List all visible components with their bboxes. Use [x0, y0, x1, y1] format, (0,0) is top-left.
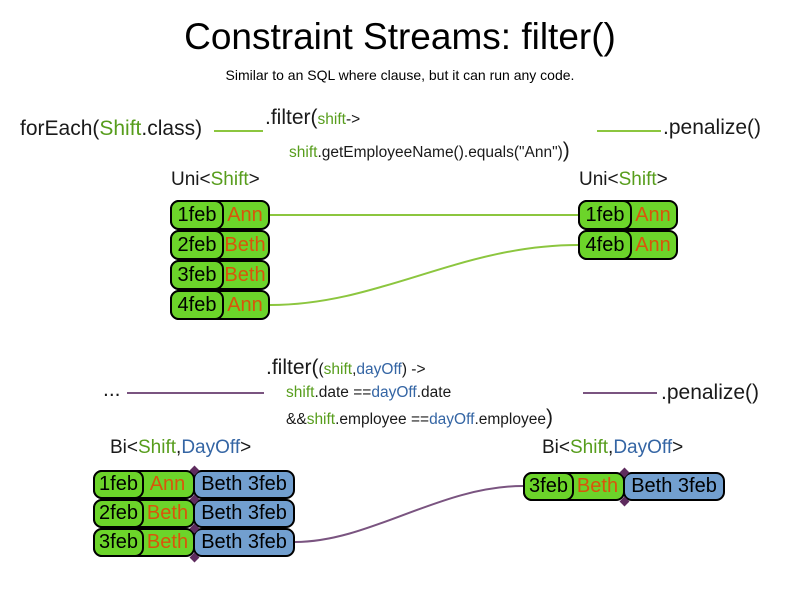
green-curve-4feb-match — [269, 244, 579, 306]
code-filter2-line3: && shift.employee == dayOff.employee) — [286, 406, 553, 430]
shift-date: 1feb — [93, 470, 144, 499]
code-token: Shift — [99, 117, 142, 140]
shift-employee: Ann — [635, 203, 671, 226]
code-token: .getEmployeeName().equals("Ann") — [317, 144, 563, 161]
code-token: Bi< — [542, 437, 570, 458]
page-subtitle: Similar to an SQL where clause, but it c… — [225, 67, 575, 83]
code-token: && — [286, 411, 307, 428]
code-token: shift — [289, 144, 318, 161]
shift-employee: Ann — [635, 233, 671, 256]
code-filter2-line1: .filter((shift, dayOff) -> — [266, 356, 426, 380]
code-token: DayOff — [181, 437, 241, 458]
code-filter1-line2: shift.getEmployeeName().equals("Ann")) — [289, 139, 570, 163]
code-foreach: forEach(Shift.class) — [20, 117, 202, 141]
shift-employee: Beth — [224, 233, 266, 256]
code-token: .date — [416, 384, 452, 401]
shift-card: 1feb Ann — [170, 200, 270, 230]
shift-employee: Beth — [146, 531, 189, 553]
code-token: shift — [317, 111, 346, 128]
code-ellipsis: ... — [103, 378, 121, 401]
shift-card: 3feb Beth — [93, 528, 195, 557]
dayoff-card: Beth 3feb — [623, 472, 725, 501]
shift-employee: Beth — [146, 502, 189, 524]
code-token: ) — [562, 139, 570, 162]
code-filter2-line2: shift.date == dayOff.date — [286, 384, 451, 402]
code-token: .employee == — [335, 411, 430, 428]
code-token: ( — [318, 361, 324, 378]
page-title: Constraint Streams: filter() — [184, 16, 616, 57]
code-token: , — [352, 361, 357, 378]
code-token: Shift — [210, 169, 249, 190]
shift-date: 4feb — [170, 290, 224, 320]
code-token: dayOff — [371, 384, 417, 401]
uni-left-heading: Uni<Shift> — [171, 169, 260, 191]
shift-date: 3feb — [93, 528, 144, 557]
code-token: Shift — [570, 437, 609, 458]
code-token: , — [608, 437, 614, 458]
code-token: shift — [306, 411, 336, 428]
code-token: .date == — [314, 384, 372, 401]
code-token: > — [248, 169, 260, 190]
code-penalize-top: .penalize() — [663, 116, 762, 139]
shift-card: 2feb Beth — [93, 499, 195, 528]
code-token: Shift — [618, 169, 657, 190]
shift-date: 3feb — [523, 472, 574, 501]
code-token: DayOff — [613, 437, 673, 458]
purple-curve-3feb-match — [294, 485, 524, 543]
shift-employee: Beth — [224, 263, 266, 286]
code-token: ) — [545, 406, 553, 429]
bi-left-heading: Bi<Shift, DayOff> — [110, 437, 251, 459]
shift-card: 3feb Beth — [170, 260, 270, 290]
shift-date: 2feb — [170, 230, 224, 260]
code-token: dayOff — [429, 411, 475, 428]
shift-card: 1feb Ann — [578, 200, 678, 230]
code-token: -> — [345, 111, 361, 128]
shift-date: 4feb — [578, 230, 632, 260]
shift-date: 1feb — [170, 200, 224, 230]
code-token: dayOff — [356, 361, 402, 378]
code-token: .class) — [141, 117, 203, 140]
dayoff-card: Beth 3feb — [193, 499, 295, 528]
code-token: Uni< — [171, 169, 211, 190]
shift-date: 2feb — [93, 499, 144, 528]
code-token: .employee — [474, 411, 546, 428]
shift-date: 1feb — [578, 200, 632, 230]
shift-employee: Beth — [576, 475, 619, 497]
shift-employee: Ann — [149, 473, 186, 495]
shift-card: 4feb Ann — [578, 230, 678, 260]
bi-right-heading: Bi<Shift, DayOff> — [542, 437, 683, 459]
code-token: forEach( — [20, 117, 100, 140]
dayoff-card: Beth 3feb — [193, 528, 295, 557]
code-token: Shift — [138, 437, 177, 458]
code-token: , — [176, 437, 182, 458]
code-token: shift — [286, 384, 315, 401]
code-filter1-line1: .filter(shift -> — [265, 106, 360, 130]
code-token: ) -> — [401, 361, 426, 378]
shift-card: 2feb Beth — [170, 230, 270, 260]
code-penalize-bottom: .penalize() — [661, 381, 760, 404]
code-token: .filter( — [266, 356, 319, 379]
shift-card: 3feb Beth — [523, 472, 625, 501]
code-token: > — [656, 169, 668, 190]
shift-card: 1feb Ann — [93, 470, 195, 499]
code-token: > — [672, 437, 684, 458]
code-token: .filter( — [265, 106, 318, 129]
dayoff-card: Beth 3feb — [193, 470, 295, 499]
shift-date: 3feb — [170, 260, 224, 290]
code-token: Uni< — [579, 169, 619, 190]
shift-card: 4feb Ann — [170, 290, 270, 320]
shift-employee: Ann — [227, 293, 263, 316]
code-token: shift — [323, 361, 353, 378]
shift-employee: Ann — [227, 203, 263, 226]
uni-right-heading: Uni<Shift> — [579, 169, 668, 191]
code-token: Bi< — [110, 437, 138, 458]
code-token: > — [240, 437, 252, 458]
